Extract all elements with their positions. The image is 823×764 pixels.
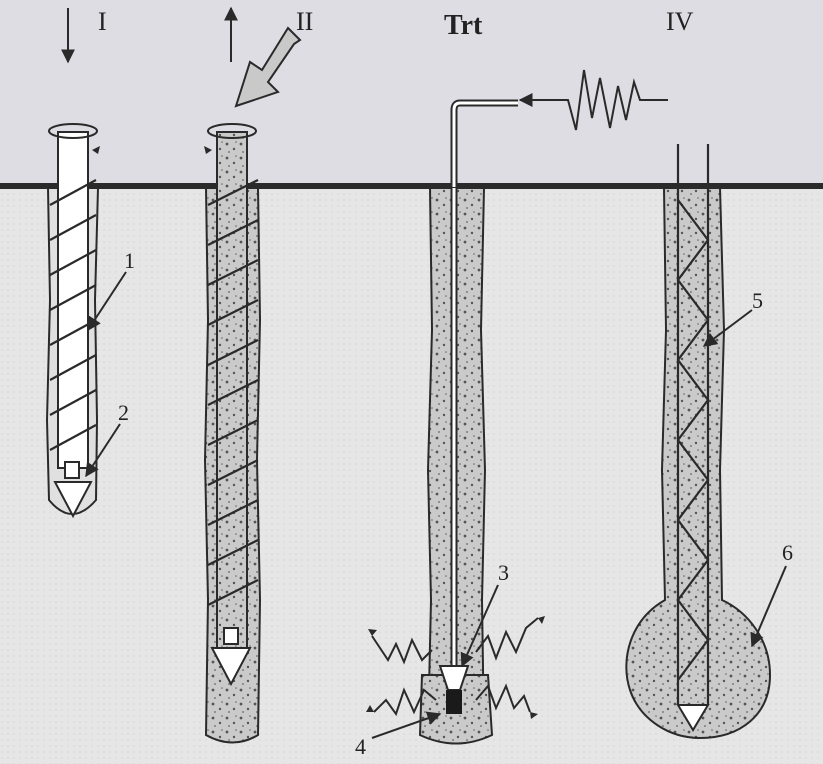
stage-1-label: I	[98, 7, 107, 36]
electric-pulse-icon	[530, 69, 668, 131]
part-label-3: 3	[498, 560, 509, 585]
stage-4-finished-pile: IV 5 6	[625, 7, 793, 740]
tip-collar	[64, 461, 80, 479]
cone-tip-icon	[53, 481, 93, 519]
electrode-core	[446, 690, 462, 714]
inject-arrow-icon	[234, 26, 302, 108]
callout-line-2	[85, 423, 121, 478]
shock-wave-icon	[371, 617, 539, 717]
stage-3-label: Trt	[444, 10, 483, 41]
callout-line-4	[371, 711, 442, 739]
tip-collar-2	[223, 627, 239, 645]
callout-line-5	[702, 309, 753, 347]
callout-line-1	[87, 271, 127, 332]
auger-flights-2	[207, 179, 259, 606]
rotation-icon-2	[207, 123, 257, 139]
part-label-2: 2	[118, 400, 129, 425]
stage-1-drilling: I 1 2	[45, 7, 135, 519]
part-label-5: 5	[752, 288, 763, 313]
stage-2-concreting: II	[203, 6, 313, 744]
reinforcement-cage	[676, 144, 710, 705]
auger-flights	[49, 179, 97, 451]
cone-tip-icon-2	[210, 647, 252, 687]
stage-4-label: IV	[666, 7, 694, 36]
rotation-arrowhead-2	[204, 146, 212, 154]
stage-2-label: II	[296, 7, 313, 36]
sky-area	[0, 0, 823, 186]
auger-rod	[57, 131, 89, 469]
callout-line-6	[750, 565, 787, 648]
stage-3-electric-discharge: Trt 3 4	[355, 10, 668, 759]
part-label-1: 1	[124, 248, 135, 273]
cage-tip-icon	[676, 704, 710, 732]
rotation-arrowhead	[92, 146, 100, 154]
part-label-4: 4	[355, 734, 366, 759]
part-label-6: 6	[782, 540, 793, 565]
callout-line-3	[460, 584, 499, 668]
rotation-icon	[48, 123, 98, 139]
finished-pile-body	[625, 187, 772, 740]
